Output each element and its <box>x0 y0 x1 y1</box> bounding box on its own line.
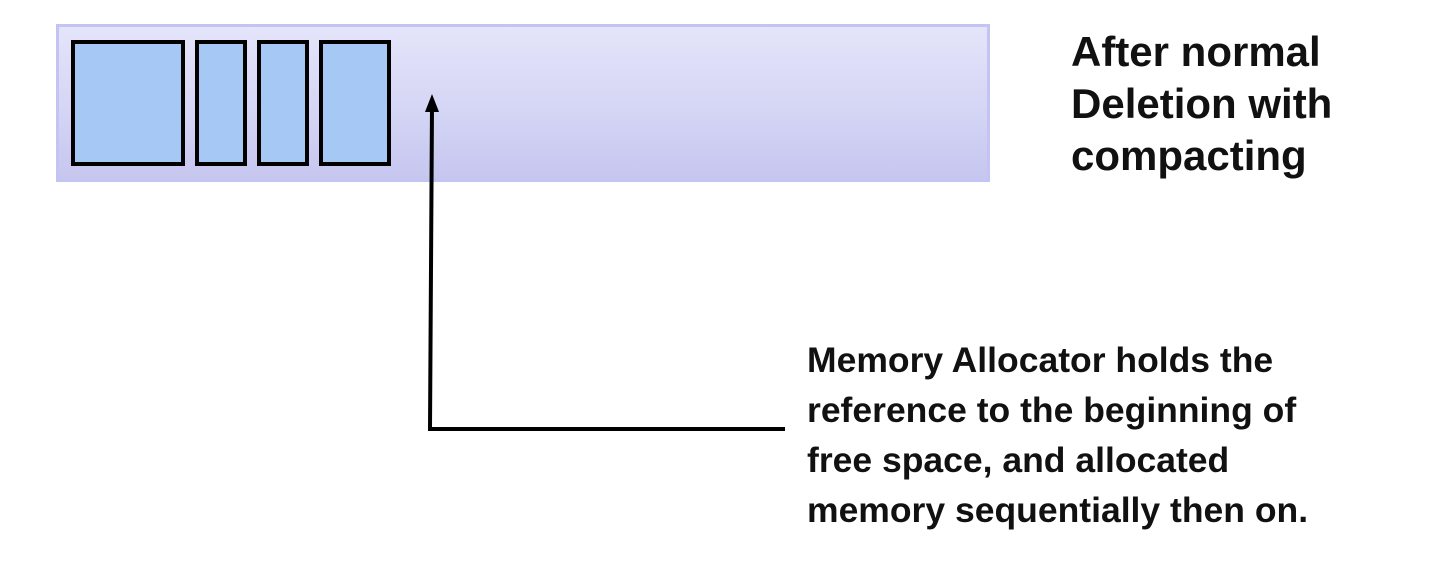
pointer-connector-line <box>427 105 785 431</box>
allocated-block-3 <box>257 40 309 166</box>
caption-line-2: Deletion with <box>1071 80 1333 127</box>
annotation-line-3: free space, and allocated <box>807 440 1230 480</box>
allocated-block-1 <box>71 40 185 166</box>
pointer-arrowhead <box>425 94 439 112</box>
annotation-line-2: reference to the beginning of <box>807 390 1297 430</box>
annotation-line-4: memory sequentially then on. <box>807 490 1309 530</box>
diagram-caption: After normal Deletion with compacting <box>1071 26 1431 182</box>
annotation-line-1: Memory Allocator holds the <box>807 340 1274 380</box>
allocated-block-4 <box>319 40 391 166</box>
allocator-annotation: Memory Allocator holds the reference to … <box>807 335 1427 535</box>
caption-line-3: compacting <box>1071 132 1307 179</box>
caption-line-1: After normal <box>1071 28 1321 75</box>
allocated-block-2 <box>195 40 247 166</box>
